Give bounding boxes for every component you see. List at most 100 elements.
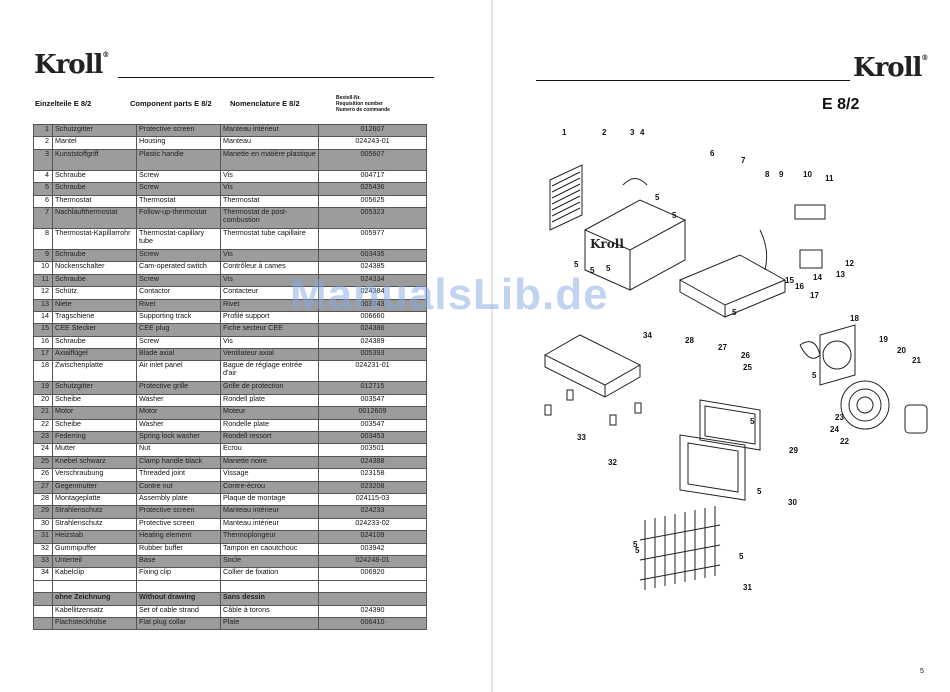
order-number: 024233-02 <box>318 517 427 532</box>
part-handle-3 <box>622 178 648 186</box>
part-name-german: Motor <box>52 406 137 420</box>
model-title: E 8/2 <box>822 96 860 113</box>
part-name-german: Heizstab <box>52 530 137 544</box>
part-name-english: Screw <box>136 335 221 350</box>
callout-label: 5 <box>732 308 737 317</box>
part-number: 2 <box>33 136 53 150</box>
part-number <box>33 604 53 618</box>
part-name-english: Base <box>136 554 221 569</box>
part-name-english: Fixing clip <box>136 567 221 581</box>
part-heating-element-31 <box>639 506 721 590</box>
part-base-33 <box>543 334 642 386</box>
part-number: 23 <box>33 431 53 445</box>
part-name-german: Unterteil <box>52 554 137 569</box>
part-name-english: Protective screen <box>136 123 221 138</box>
order-number: 003547 <box>318 418 427 433</box>
callout-label: 25 <box>743 363 752 372</box>
callout-label: 26 <box>741 351 750 360</box>
part-number: 25 <box>33 455 53 470</box>
part-name-english: Thermostat <box>136 194 221 208</box>
part-name-english: Motor <box>136 406 221 420</box>
part-name-french: Vis <box>220 273 319 288</box>
part-name-german: Federring <box>52 431 137 445</box>
part-number: 17 <box>33 348 53 362</box>
callout-label: 5 <box>739 552 744 561</box>
part-name-french: Thermoplongeur <box>220 530 319 544</box>
part-name-english: Screw <box>136 248 221 263</box>
part-name-german: Schütz <box>52 286 137 300</box>
callout-label: 30 <box>788 498 797 507</box>
callout-label: 27 <box>718 343 727 352</box>
part-name-german: Zwischenplatte <box>52 360 137 383</box>
part-name-english: Rubber buffer <box>136 542 221 556</box>
svg-text:Kroll: Kroll <box>590 237 624 251</box>
part-name-german: Flachsteckhülse <box>52 616 137 631</box>
callout-label: 34 <box>643 331 652 340</box>
part-name-english: Clamp handle black <box>136 455 221 470</box>
part-number: 15 <box>33 323 53 337</box>
callout-label: 19 <box>879 335 888 344</box>
part-name-english: Protective screen <box>136 505 221 519</box>
part-name-german: Tragschiene <box>52 310 137 325</box>
order-number: 025436 <box>318 182 427 196</box>
part-number: 21 <box>33 406 53 420</box>
part-name-english: Heating element <box>136 530 221 544</box>
part-number: 7 <box>33 206 53 229</box>
part-name-english: Nut <box>136 443 221 457</box>
callout-label: 2 <box>602 128 607 137</box>
part-name-german: Scheibe <box>52 393 137 408</box>
callout-label: 5 <box>635 546 640 555</box>
callout-label: 7 <box>741 156 746 165</box>
part-name-english: Screw <box>136 182 221 196</box>
callout-label: 6 <box>710 149 715 158</box>
callout-label: 5 <box>655 193 660 202</box>
order-number: 005393 <box>318 348 427 362</box>
part-name-french: Vis <box>220 335 319 350</box>
callout-label: 23 <box>835 413 844 422</box>
part-name-french: Socle <box>220 554 319 569</box>
part-name-french: Manteau intérieur <box>220 123 319 138</box>
part-name-german: Nockenschalter <box>52 261 137 275</box>
callout-label: 15 <box>785 276 794 285</box>
order-number: 0012609 <box>318 406 427 420</box>
part-number: 31 <box>33 530 53 544</box>
order-number: 024388 <box>318 455 427 470</box>
part-name-english: Set of cable strand <box>136 604 221 618</box>
part-name-german: Schraube <box>52 169 137 184</box>
part-capillary-8 <box>759 229 768 271</box>
part-name-german: Knebel schwarz <box>52 455 137 470</box>
part-name-english: Air inlet panel <box>136 360 221 383</box>
callout-label: 8 <box>765 170 770 179</box>
part-number: 30 <box>33 517 53 532</box>
part-name-english: Screw <box>136 273 221 288</box>
part-name-english: Assembly plate <box>136 492 221 507</box>
part-name-french: Rondell plate <box>220 393 319 408</box>
part-name-german: Axialflügel <box>52 348 137 362</box>
part-name-german: Scheibe <box>52 418 137 433</box>
part-name-german: Schraube <box>52 248 137 263</box>
part-name-french: Rondelle plate <box>220 418 319 433</box>
part-name-german <box>52 579 137 594</box>
part-name-german: Mutter <box>52 443 137 457</box>
header-german: Einzelteile E 8/2 <box>35 99 92 108</box>
part-number: 26 <box>33 468 53 482</box>
part-name-english: Plastic handle <box>136 148 221 171</box>
part-name-german: Schraube <box>52 335 137 350</box>
part-name-english: Thermostat-capillary tube <box>136 227 221 250</box>
part-switch-10 <box>794 204 826 220</box>
